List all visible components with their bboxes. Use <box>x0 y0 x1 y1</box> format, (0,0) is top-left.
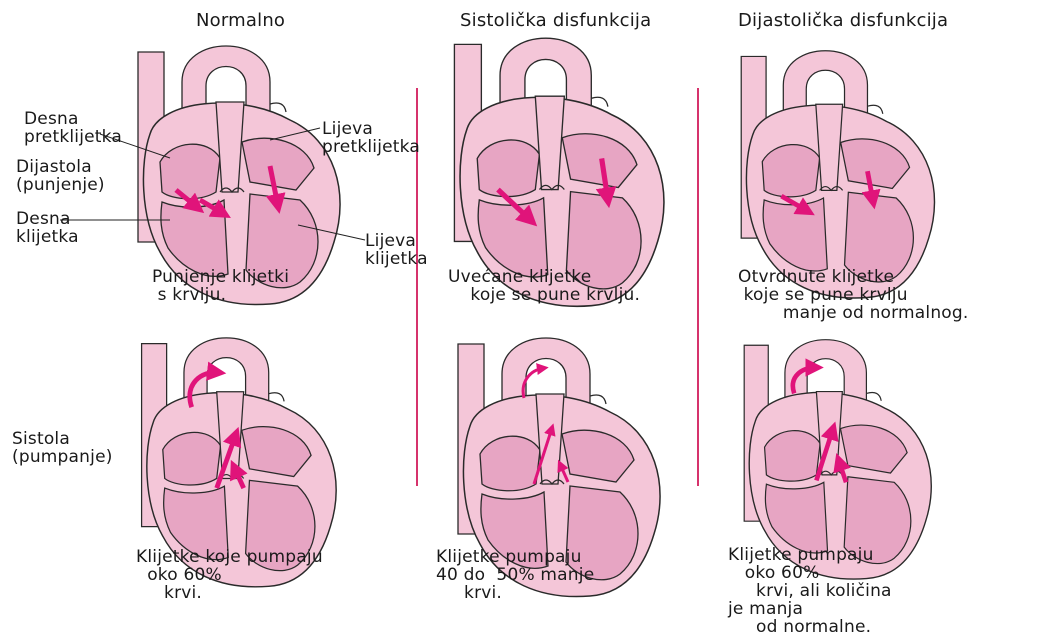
caption-normal-systole: Klijetke koje pumpaju oko 60% krvi. <box>136 548 323 602</box>
label-left-ventricle: Lijeva klijetka <box>365 232 428 268</box>
column-title-normal: Normalno <box>196 12 285 30</box>
caption-diastolic-diastole: Otvrdnute klijetke koje se pune krvlju m… <box>738 268 969 322</box>
label-diastole: Dijastola (punjenje) <box>16 158 105 194</box>
column-title-systolic: Sistolička disfunkcija <box>460 12 651 30</box>
divider-right <box>697 88 699 486</box>
label-right-ventricle: Desna klijetka <box>16 210 79 246</box>
label-left-atrium: Lijeva pretklijetka <box>322 120 420 156</box>
caption-systolic-diastole: Uvećane klijetke koje se pune krvlju. <box>448 268 640 304</box>
column-title-diastolic: Dijastolička disfunkcija <box>738 12 948 30</box>
label-right-atrium: Desna pretklijetka <box>24 110 122 146</box>
caption-systolic-systole: Klijetke pumpaju 40 do 50% manje krvi. <box>436 548 594 602</box>
label-systole: Sistola (pumpanje) <box>12 430 113 466</box>
caption-normal-diastole: Punjenje klijetki s krvlju. <box>152 268 289 304</box>
